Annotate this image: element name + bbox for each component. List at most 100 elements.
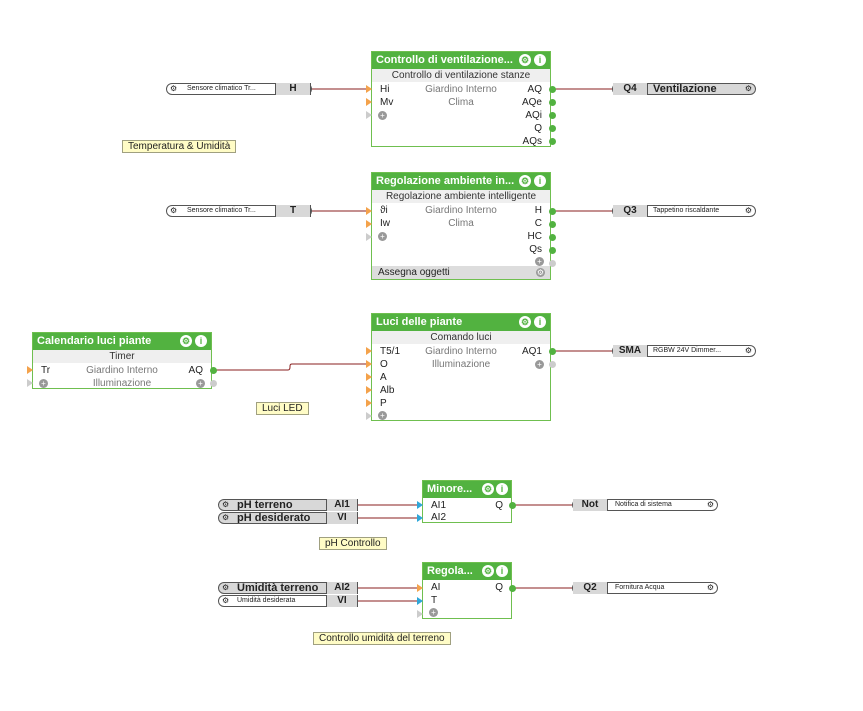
input-soil-moisture[interactable]: ⚙ Umidità terreno AI2 bbox=[218, 582, 358, 594]
block-header[interactable]: Calendario luci piante ⚙ i bbox=[33, 333, 211, 350]
input-pin-mv[interactable]: Mv bbox=[380, 97, 394, 108]
gear-icon[interactable]: ⚙ bbox=[706, 583, 714, 592]
block-header[interactable]: Minore... ⚙ i bbox=[423, 481, 511, 498]
block-header[interactable]: Regola... ⚙ i bbox=[423, 563, 511, 580]
output-pin-aqi[interactable]: AQi bbox=[525, 110, 542, 121]
output-q2-water-supply[interactable]: Q2 Fornitura Acqua ⚙ bbox=[572, 582, 718, 594]
output-connector[interactable] bbox=[549, 221, 556, 228]
input-sensor-t[interactable]: ⚙ Sensore climatico Tr... T bbox=[166, 205, 312, 217]
output-connector[interactable] bbox=[210, 367, 217, 374]
gear-icon[interactable]: ⚙ bbox=[222, 513, 230, 522]
input-connector[interactable] bbox=[366, 347, 372, 355]
gear-icon[interactable]: ⚙ bbox=[706, 500, 714, 509]
output-pin-aqe[interactable]: AQe bbox=[521, 97, 542, 108]
output-connector[interactable] bbox=[509, 502, 516, 509]
input-connector[interactable] bbox=[366, 220, 372, 228]
output-connector[interactable] bbox=[549, 99, 556, 106]
info-icon[interactable]: i bbox=[534, 316, 546, 328]
input-pin-t[interactable]: T bbox=[431, 595, 438, 606]
comment-temperature-humidity[interactable]: Temperatura & Umidità bbox=[122, 140, 237, 153]
gear-icon[interactable]: ⚙ bbox=[482, 565, 494, 577]
output-connector[interactable] bbox=[210, 380, 217, 387]
output-pin-h[interactable]: H bbox=[534, 205, 542, 216]
gear-icon[interactable]: ⚙ bbox=[222, 596, 230, 605]
output-sma-dimmer[interactable]: SMA RGBW 24V Dimmer... ⚙ bbox=[612, 345, 756, 357]
input-connector[interactable] bbox=[366, 373, 372, 381]
input-ph-soil[interactable]: ⚙ pH terreno AI1 bbox=[218, 499, 358, 511]
output-connector[interactable] bbox=[509, 585, 516, 592]
output-pin-aq1[interactable]: AQ1 bbox=[521, 346, 542, 357]
output-connector[interactable] bbox=[549, 361, 556, 368]
input-pin-a[interactable]: A bbox=[380, 372, 387, 383]
gear-icon[interactable]: ⚙ bbox=[180, 335, 192, 347]
output-pin-q[interactable]: Q bbox=[534, 123, 542, 134]
output-connector[interactable] bbox=[549, 138, 556, 145]
gear-icon[interactable]: ⚙ bbox=[170, 206, 178, 215]
output-pin-aq[interactable]: AQ bbox=[527, 84, 542, 95]
gear-icon[interactable]: ⚙ bbox=[519, 316, 531, 328]
gear-icon[interactable]: ⚙ bbox=[482, 483, 494, 495]
input-pin-theta-i[interactable]: ϑi bbox=[380, 205, 388, 216]
comment-soil-moisture-control[interactable]: Controllo umidità del terreno bbox=[313, 632, 451, 645]
add-input-icon[interactable]: + bbox=[429, 608, 438, 617]
block-ventilation-control[interactable]: Controllo di ventilazione... ⚙ i Control… bbox=[371, 51, 551, 147]
input-connector[interactable] bbox=[417, 597, 423, 605]
input-connector[interactable] bbox=[366, 85, 372, 93]
output-connector[interactable] bbox=[549, 86, 556, 93]
output-pin-qs[interactable]: Qs bbox=[529, 244, 542, 255]
add-input-icon[interactable]: + bbox=[378, 411, 387, 420]
input-pin-o[interactable]: O bbox=[380, 359, 388, 370]
input-connector[interactable] bbox=[27, 379, 33, 387]
input-pin-iw[interactable]: Iw bbox=[380, 218, 390, 229]
output-pin-q[interactable]: Q bbox=[495, 582, 503, 593]
input-connector[interactable] bbox=[366, 98, 372, 106]
input-connector[interactable] bbox=[366, 412, 372, 420]
input-connector[interactable] bbox=[366, 360, 372, 368]
output-system-notification[interactable]: Not Notifica di sistema ⚙ bbox=[572, 499, 718, 511]
input-moisture-target[interactable]: ⚙ Umidità desiderata VI bbox=[218, 595, 358, 607]
gear-icon[interactable]: ⚙ bbox=[222, 500, 230, 509]
input-sensor-h[interactable]: ⚙ Sensore climatico Tr... H bbox=[166, 83, 312, 95]
input-connector[interactable] bbox=[417, 514, 423, 522]
input-pin-p[interactable]: P bbox=[380, 398, 387, 409]
gear-icon[interactable]: ⚙ bbox=[519, 175, 531, 187]
input-connector[interactable] bbox=[366, 233, 372, 241]
output-pin-aqs[interactable]: AQs bbox=[522, 136, 542, 147]
block-light-calendar[interactable]: Calendario luci piante ⚙ i Timer Tr + Gi… bbox=[32, 332, 212, 389]
input-connector[interactable] bbox=[417, 501, 423, 509]
input-pin-ai1[interactable]: AI1 bbox=[431, 500, 447, 511]
gear-icon[interactable]: ⚙ bbox=[519, 54, 531, 66]
output-pin-c[interactable]: C bbox=[534, 218, 542, 229]
block-room-regulation[interactable]: Regolazione ambiente in... ⚙ i Regolazio… bbox=[371, 172, 551, 280]
gear-icon[interactable]: ⚙ bbox=[744, 206, 752, 215]
input-ph-target[interactable]: ⚙ pH desiderato VI bbox=[218, 512, 358, 524]
assign-objects-button[interactable]: Assegna oggetti ⚙ bbox=[372, 266, 550, 279]
output-connector[interactable] bbox=[549, 348, 556, 355]
output-connector[interactable] bbox=[549, 125, 556, 132]
gear-icon[interactable]: ⚙ bbox=[744, 346, 752, 355]
block-plant-lights[interactable]: Luci delle piante ⚙ i Comando luci T5/1 … bbox=[371, 313, 551, 421]
input-pin-ai[interactable]: AI bbox=[431, 582, 441, 593]
comment-ph-control[interactable]: pH Controllo bbox=[319, 537, 387, 550]
block-header[interactable]: Regolazione ambiente in... ⚙ i bbox=[372, 173, 550, 190]
add-output-icon[interactable]: + bbox=[535, 257, 544, 266]
input-connector[interactable] bbox=[417, 584, 423, 592]
input-pin-ai2[interactable]: AI2 bbox=[431, 512, 447, 523]
gear-icon[interactable]: ⚙ bbox=[744, 84, 752, 93]
input-connector[interactable] bbox=[366, 386, 372, 394]
output-connector[interactable] bbox=[549, 234, 556, 241]
info-icon[interactable]: i bbox=[195, 335, 207, 347]
info-icon[interactable]: i bbox=[496, 565, 508, 577]
block-regulator[interactable]: Regola... ⚙ i AI T + Q bbox=[422, 562, 512, 619]
output-q4-ventilation[interactable]: Q4 Ventilazione ⚙ bbox=[612, 83, 756, 95]
gear-icon[interactable]: ⚙ bbox=[222, 583, 230, 592]
input-pin-tr[interactable]: Tr bbox=[41, 365, 51, 376]
add-output-icon[interactable]: + bbox=[196, 379, 205, 388]
output-pin-aq[interactable]: AQ bbox=[188, 365, 203, 376]
output-pin-q[interactable]: Q bbox=[495, 500, 503, 511]
add-output-icon[interactable]: + bbox=[535, 360, 544, 369]
block-header[interactable]: Luci delle piante ⚙ i bbox=[372, 314, 550, 331]
output-q3-heating-mat[interactable]: Q3 Tappetino riscaldante ⚙ bbox=[612, 205, 756, 217]
gear-icon[interactable]: ⚙ bbox=[170, 84, 178, 93]
comment-led-lights[interactable]: Luci LED bbox=[256, 402, 309, 415]
